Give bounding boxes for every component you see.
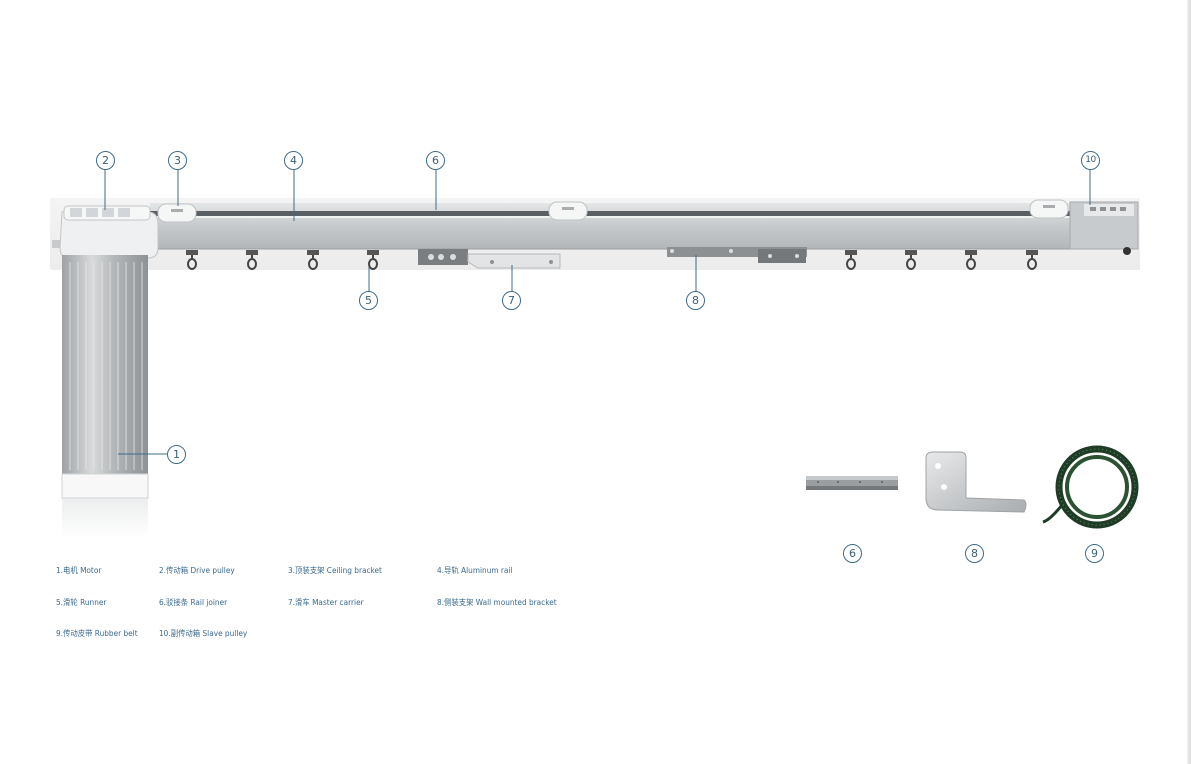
callout-6: 6 xyxy=(426,151,445,170)
wall-mounted-bracket-on-rail xyxy=(667,247,807,263)
wall-bracket-accessory xyxy=(925,451,1027,513)
parts-legend: 1.电机 Motor 2.传动箱 Drive pulley 3.顶装支架 Cei… xyxy=(56,565,616,645)
legend-item-wall-mounted-bracket: 8.侧装支架 Wall mounted bracket xyxy=(437,598,557,607)
legend-item-slave-pulley: 10.副传动箱 Slave pulley xyxy=(159,629,248,638)
legend-item-ceiling-bracket: 3.顶装支架 Ceiling bracket xyxy=(288,566,382,575)
ceiling-bracket xyxy=(157,199,1069,223)
callout-8: 8 xyxy=(686,291,705,310)
callout-3: 3 xyxy=(168,151,187,170)
slave-pulley xyxy=(1069,201,1139,255)
callout-4: 4 xyxy=(284,151,303,170)
legend-item-runner: 5.滑轮 Runner xyxy=(56,598,107,607)
rubber-belt-accessory xyxy=(1042,445,1139,529)
legend-item-rail-joiner: 6.驳接条 Rail joiner xyxy=(159,598,228,607)
leader-lines xyxy=(104,169,1091,455)
master-carrier xyxy=(418,249,561,269)
callout-7: 7 xyxy=(502,291,521,310)
drive-pulley xyxy=(52,205,159,259)
motor xyxy=(61,255,149,538)
aluminum-rail xyxy=(150,203,1075,250)
page-edge-shadow xyxy=(1187,0,1191,764)
rail-joiner-accessory xyxy=(806,476,898,490)
legend-item-aluminum-rail: 4.导轨 Aluminum rail xyxy=(437,566,513,575)
legend-item-rubber-belt: 9.传动皮带 Rubber belt xyxy=(56,629,138,638)
accessory-callout-6: 6 xyxy=(843,544,862,563)
callout-10: 10 xyxy=(1081,151,1100,170)
callout-2: 2 xyxy=(96,151,115,170)
legend-item-motor: 1.电机 Motor xyxy=(56,566,102,575)
accessory-callout-8: 8 xyxy=(965,544,984,563)
legend-item-master-carrier: 7.滑车 Master carrier xyxy=(288,598,364,607)
callout-1: 1 xyxy=(167,445,186,464)
runner xyxy=(186,250,1038,270)
callout-5: 5 xyxy=(359,291,378,310)
accessory-callout-9: 9 xyxy=(1085,544,1104,563)
legend-item-drive-pulley: 2.传动箱 Drive pulley xyxy=(159,566,235,575)
